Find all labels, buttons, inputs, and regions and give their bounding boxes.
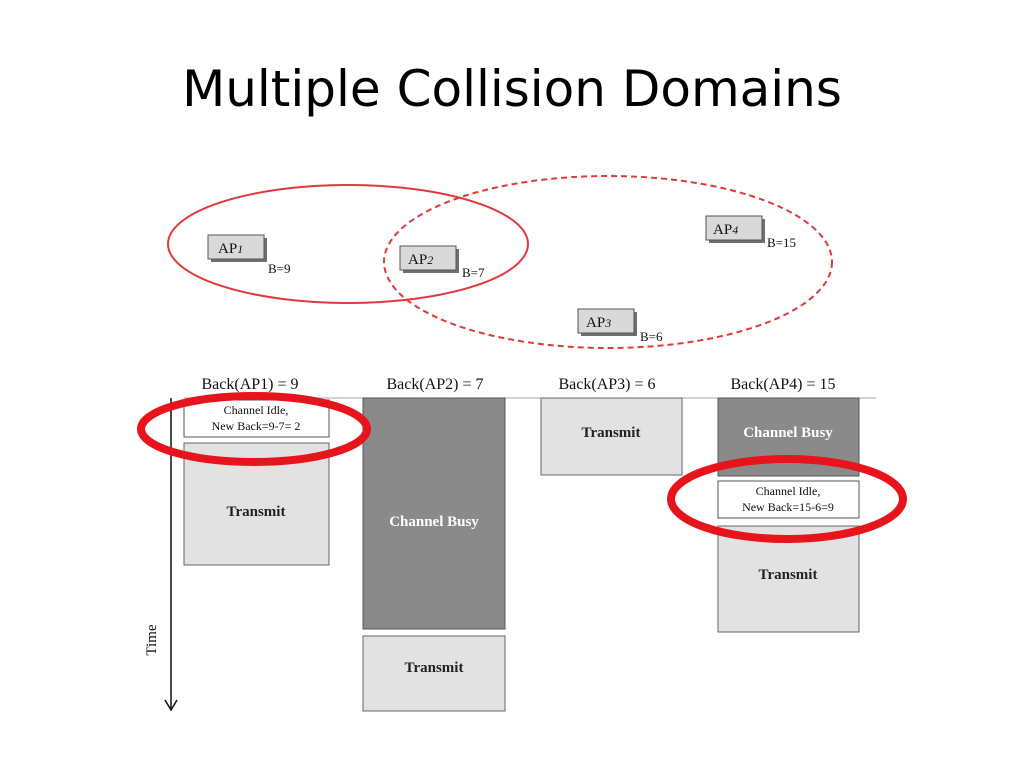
ap4-idle-block	[717, 480, 860, 519]
ap3-subscript: 3	[604, 316, 611, 330]
ap1-idle-line2: New Back=9-7= 2	[212, 419, 301, 433]
ap4-busy-label: Channel Busy	[743, 425, 833, 441]
ap1-subscript: 1	[237, 242, 243, 256]
ap4-transmit-block	[717, 525, 860, 633]
svg-text:AP1: AP1	[218, 241, 243, 257]
ap2-label: AP	[408, 252, 427, 268]
highlight-ap4-idle	[667, 455, 907, 543]
ap2-subscript: 2	[427, 253, 433, 267]
svg-text:AP2: AP2	[408, 252, 433, 268]
ap1-label: AP	[218, 241, 237, 257]
ap3-backoff: B=6	[640, 329, 663, 344]
ap4-subscript: 4	[732, 223, 738, 237]
ap2-backoff: B=7	[462, 265, 485, 280]
ap1-node: AP1 B=9	[207, 234, 291, 276]
column-header-ap4: Back(AP4) = 15	[730, 376, 835, 393]
svg-text:AP3: AP3	[586, 315, 611, 331]
ap4-transmit-label: Transmit	[759, 567, 818, 583]
ap4-label: AP	[713, 222, 732, 238]
ap4-idle-line2: New Back=15-6=9	[742, 500, 834, 514]
ap2-busy-block	[362, 397, 506, 630]
ap1-backoff: B=9	[268, 261, 291, 276]
ap1-idle-line1: Channel Idle,	[224, 403, 289, 417]
ap4-node: AP4 B=15	[705, 215, 796, 250]
ap4-backoff: B=15	[767, 235, 796, 250]
column-header-ap2: Back(AP2) = 7	[386, 376, 483, 393]
highlight-ap1-idle	[137, 392, 371, 466]
ap1-transmit-label: Transmit	[227, 504, 286, 520]
ap4-idle-line1: Channel Idle,	[756, 484, 821, 498]
column-header-ap3: Back(AP3) = 6	[558, 376, 655, 393]
ap2-node: AP2 B=7	[399, 245, 485, 280]
time-axis-arrow	[164, 699, 178, 712]
ap1-idle-block	[183, 399, 330, 438]
collision-domain-1	[167, 184, 529, 304]
ap3-transmit-block	[540, 397, 683, 476]
column-header-ap1: Back(AP1) = 9	[201, 376, 298, 393]
ap2-transmit-block	[362, 635, 506, 712]
ap3-label: AP	[586, 315, 605, 331]
time-axis-label: Time	[144, 624, 160, 655]
ap3-node: AP3 B=6	[577, 308, 663, 344]
collision-domain-2	[383, 175, 833, 349]
ap2-busy-label: Channel Busy	[389, 514, 479, 530]
ap2-transmit-label: Transmit	[405, 660, 464, 676]
slide-title: Multiple Collision Domains	[182, 60, 842, 118]
svg-text:AP4: AP4	[713, 222, 738, 238]
ap3-transmit-label: Transmit	[582, 425, 641, 441]
